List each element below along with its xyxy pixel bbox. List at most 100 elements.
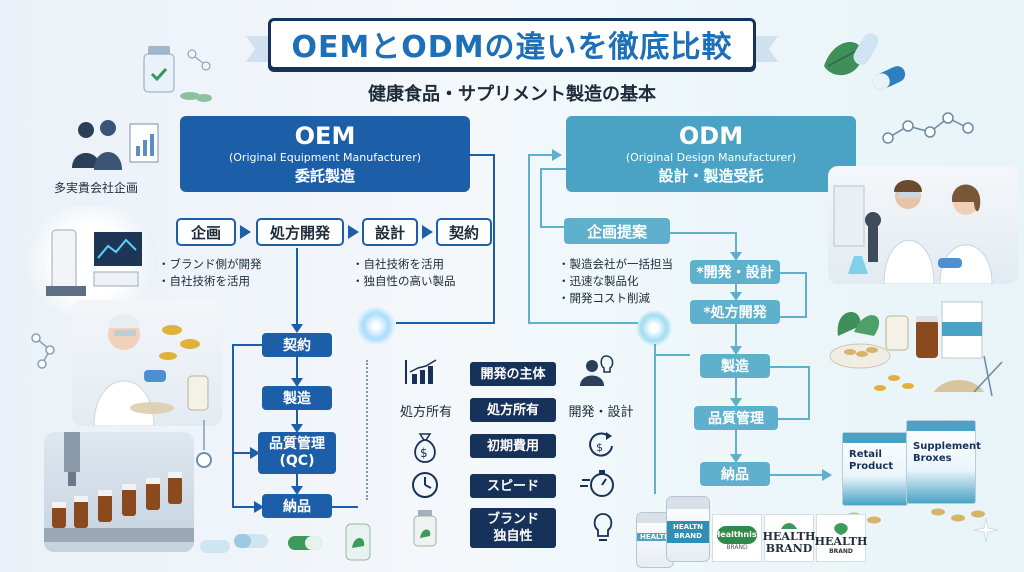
researchers-image	[828, 166, 1018, 285]
logo-health-brand-1: HEALTH BRAND	[763, 514, 815, 562]
supplement-box-label: Supplement Broxes	[913, 441, 981, 464]
arrow-right-icon	[822, 469, 832, 481]
connector	[735, 378, 737, 402]
oem-note: ・ブランド側が開発	[158, 257, 262, 271]
connector	[770, 366, 810, 368]
dotted-divider	[366, 360, 368, 500]
leaf-capsule-icon	[824, 33, 906, 90]
person-idea-icon	[580, 355, 614, 386]
odm-step-proposal: 企画提案	[564, 218, 670, 244]
arrow-right-icon	[552, 149, 562, 161]
oem-notes-left: ・ブランド側が開発 ・自社技術を活用	[158, 256, 262, 290]
cmp-row-speed: スピード	[470, 474, 556, 498]
page-subtitle: 健康食品・サプリメント製造の基本	[368, 84, 656, 105]
oem-japanese: 委託製造	[294, 167, 355, 185]
connector	[808, 366, 810, 418]
svg-text:$: $	[596, 441, 603, 454]
connector	[770, 474, 824, 476]
logo-sub: BRAND	[726, 543, 748, 551]
money-bag-icon: $	[414, 433, 436, 463]
clock-icon	[412, 472, 438, 498]
odm-fullname: (Original Design Manufacturer)	[625, 151, 797, 164]
odm-flow-qc: 品質管理	[694, 406, 778, 430]
connector	[735, 324, 737, 350]
odm-flow-delivery: 納品	[700, 462, 770, 486]
connector	[780, 316, 806, 318]
logo-main: HEALTH	[814, 534, 868, 548]
oem-note: ・自社技術を活用	[352, 257, 444, 271]
molecule-icon	[882, 112, 974, 144]
logo-sub: BRAND	[829, 547, 853, 555]
connector	[805, 272, 807, 318]
connector	[528, 322, 638, 324]
oem-flow-contract: 契約	[262, 333, 332, 357]
oem-note: ・自社技術を活用	[158, 274, 250, 288]
cmp-row-initial-cost: 初期費用	[470, 434, 556, 458]
arrow-down-icon	[291, 378, 303, 387]
chart-icon	[405, 359, 437, 384]
cmp-row-ownership: 処方所有	[470, 398, 556, 422]
oem-step-formulation: 処方開発	[256, 218, 344, 246]
connector	[470, 154, 494, 156]
odm-japanese: 設計・製造受託	[658, 167, 764, 185]
connector	[493, 154, 495, 324]
lightbulb-icon	[593, 513, 613, 541]
bottle-cap	[667, 497, 709, 509]
oem-step-contract: 契約	[436, 218, 492, 246]
molecule-icon	[31, 333, 55, 369]
bottle-brand: HEALTN BRAND	[666, 496, 710, 562]
odm-note: ・製造会社が一括担当	[558, 257, 673, 271]
logo-main: Healthnist	[714, 525, 760, 544]
odm-flow-dev-design: *開発・設計	[690, 260, 780, 284]
svg-text:$: $	[420, 446, 428, 460]
arrow-down-icon	[730, 292, 742, 301]
connector	[296, 474, 298, 490]
sparkle-icon	[974, 518, 998, 542]
connector	[528, 154, 552, 156]
connector	[778, 418, 810, 420]
connector	[296, 357, 298, 381]
connector	[232, 452, 258, 454]
cmp-odm-ownership: 開発・設計	[568, 404, 634, 420]
oem-title: OEM	[294, 122, 356, 150]
connector	[396, 322, 495, 324]
connector	[540, 226, 564, 228]
capsules-icon	[200, 523, 371, 561]
bottle-icon	[413, 510, 437, 547]
arrow-right-icon	[254, 501, 264, 513]
oem-flow-delivery: 納品	[262, 494, 332, 518]
arrow-down-icon	[291, 486, 303, 495]
oem-fullname: (Original Equipment Manufacturer)	[228, 151, 422, 164]
lab-equipment-image	[24, 206, 158, 316]
money-cycle-icon: $	[589, 432, 613, 457]
arrow-down-icon	[730, 454, 742, 463]
connector	[203, 420, 205, 450]
production-line-image	[44, 432, 194, 552]
connector	[296, 410, 298, 428]
arrow-down-icon	[291, 324, 303, 333]
cmp-oem-ownership: 処方所有	[399, 404, 452, 420]
retail-product-label: Retail Product	[849, 449, 894, 472]
connector	[654, 354, 690, 356]
company-label: 多実貴会社企画	[54, 181, 139, 195]
arrow-down-icon	[291, 424, 303, 433]
herbal-supplements-image	[829, 301, 1003, 397]
connector	[540, 168, 566, 170]
supplement-box: Supplement Broxes	[906, 420, 981, 504]
connector	[654, 344, 656, 494]
connector	[735, 232, 737, 256]
arrow-right-icon	[250, 447, 260, 459]
connector	[540, 168, 542, 226]
page-title: OEMとODMの違いを徹底比較	[268, 18, 756, 70]
arrow-right-icon	[348, 225, 359, 239]
oem-notes-right: ・自社技術を活用 ・独自性の高い製品	[352, 256, 456, 290]
odm-title: ODM	[678, 122, 744, 150]
connector	[780, 272, 806, 274]
stopwatch-icon	[580, 470, 614, 497]
arrow-right-icon	[240, 225, 251, 239]
oem-step-plan: 企画	[176, 218, 236, 246]
connector	[670, 232, 736, 234]
connector	[735, 430, 737, 458]
arrow-down-icon	[730, 346, 742, 355]
box-band	[907, 421, 975, 431]
